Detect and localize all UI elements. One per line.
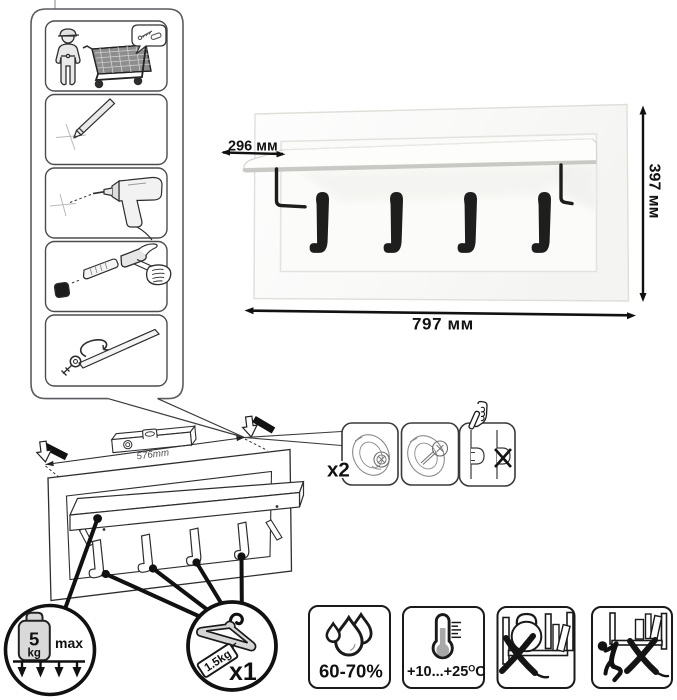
svg-text:797 мм: 797 мм bbox=[412, 315, 474, 334]
svg-text:60-70%: 60-70% bbox=[319, 661, 383, 682]
svg-text:+10...+25OC: +10...+25OC bbox=[407, 664, 486, 681]
svg-text:x1: x1 bbox=[229, 658, 257, 686]
svg-text:kg: kg bbox=[27, 648, 40, 660]
svg-text:296 мм: 296 мм bbox=[228, 139, 278, 155]
svg-text:397 мм: 397 мм bbox=[646, 164, 663, 219]
svg-text:max: max bbox=[55, 635, 83, 651]
svg-text:5: 5 bbox=[29, 629, 39, 650]
svg-text:x2: x2 bbox=[327, 459, 350, 482]
